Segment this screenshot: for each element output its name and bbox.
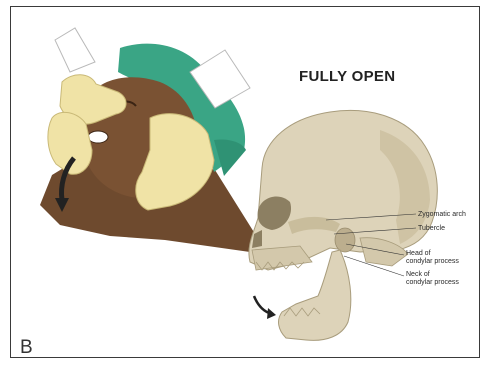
patient-mouth — [88, 131, 108, 143]
label-neck-condylar-line2: condylar process — [406, 279, 459, 286]
label-tubercle: Tubercle — [418, 225, 445, 232]
panel-letter: B — [20, 337, 33, 359]
skull-maxilla — [252, 246, 312, 270]
patient-illustration — [40, 28, 262, 252]
label-zygomatic-arch: Zygomatic arch — [418, 211, 466, 218]
skull-illustration: Zygomatic arch Tubercle Head of condylar… — [249, 110, 466, 340]
label-head-condylar-line2: condylar process — [406, 258, 459, 265]
label-head-condylar-line1: Head of — [406, 250, 431, 257]
label-neck-condylar-line1: Neck of — [406, 271, 430, 278]
figure-title: FULLY OPEN — [299, 68, 395, 85]
